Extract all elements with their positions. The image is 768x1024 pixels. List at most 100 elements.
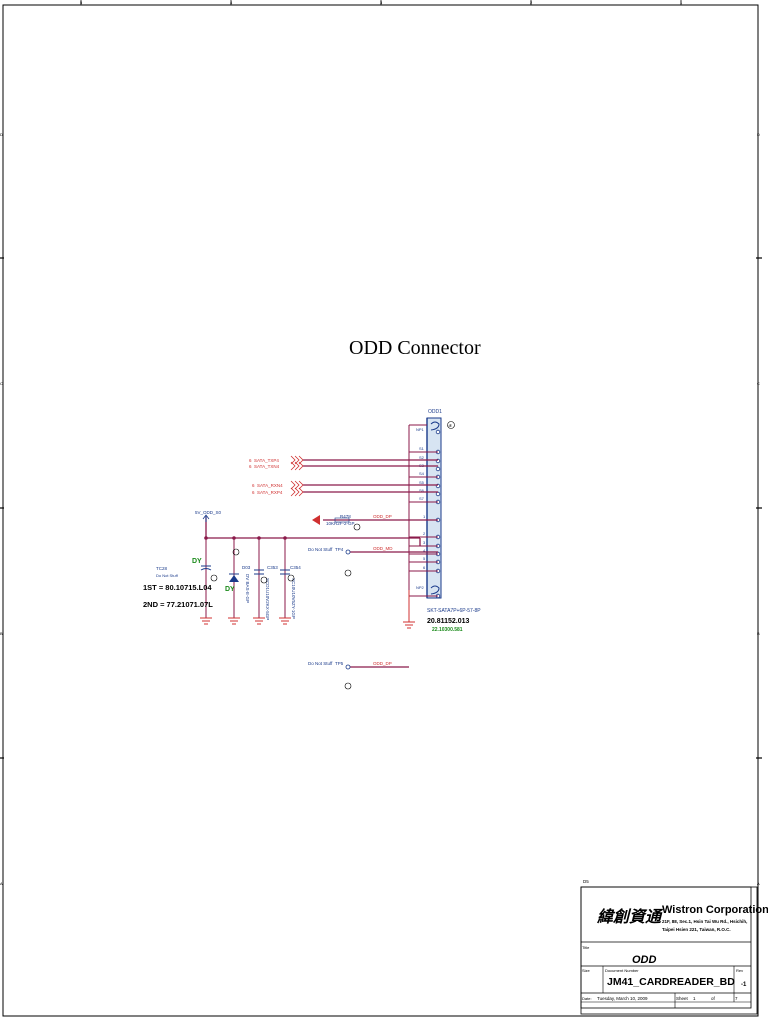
top-number-3: 3 bbox=[380, 0, 383, 5]
pin-label-s7: S7 bbox=[419, 496, 425, 501]
tc28-ref-symbol-icon bbox=[210, 574, 218, 582]
pin-label-4: 4 bbox=[423, 548, 426, 553]
top-number-2: 2 bbox=[530, 0, 533, 5]
c353-ref-symbol-icon bbox=[260, 576, 268, 584]
diode-ref-symbol-icon bbox=[232, 548, 240, 556]
pin-label-3: 3 bbox=[423, 540, 426, 545]
pin-label-s1: S1 bbox=[419, 446, 425, 451]
of-label: of bbox=[711, 996, 716, 1001]
top-number-5: 5 bbox=[80, 0, 83, 5]
pin-label-s4: S4 bbox=[419, 471, 425, 476]
first-source: 1ST = 80.10715.L04 bbox=[143, 583, 212, 592]
offpage-num-rxp: 6 bbox=[252, 490, 255, 495]
offpage-connector-icons bbox=[290, 455, 304, 497]
tc28-dy: DY bbox=[192, 558, 202, 565]
connector-part: SKT-SATA7P+6P-57-8P bbox=[427, 608, 481, 614]
sheet-number: 1 bbox=[693, 996, 696, 1001]
side-letter-d-left: D bbox=[0, 132, 3, 137]
pin-label-s2: S2 bbox=[419, 455, 425, 460]
c354-value: SC10U10V5ZY-1GP bbox=[291, 578, 296, 619]
diode-part: DV BAS-E-GP bbox=[245, 574, 250, 603]
net-odd-dp-tp5: ODD_DP bbox=[373, 661, 392, 666]
pin-label-1: 1 bbox=[423, 514, 426, 519]
connector-data-stubs bbox=[409, 536, 438, 563]
resistor-value: 10KR2F-2-GP bbox=[326, 521, 355, 526]
net-sata-rxn: SATA_RXN4 bbox=[257, 483, 283, 488]
power-arrow-icon bbox=[202, 514, 210, 522]
connector-pn: 20.81152.013 bbox=[427, 618, 470, 625]
tc28-ref: TC28 bbox=[156, 566, 168, 571]
sata-signal-wires bbox=[303, 459, 438, 493]
power-flag-icon bbox=[312, 515, 320, 525]
tp5-label: TP5 bbox=[335, 661, 344, 666]
capacitor-tc28 bbox=[200, 565, 212, 571]
side-letter-a-left: A bbox=[0, 881, 3, 886]
top-number-4: 4 bbox=[230, 0, 233, 5]
pin-label-s5: S5 bbox=[419, 480, 425, 485]
pin-label-5: 5 bbox=[423, 556, 426, 561]
rev-label: Rev bbox=[736, 968, 743, 973]
diode-d03 bbox=[229, 573, 239, 582]
side-letter-c-left: C bbox=[0, 381, 3, 386]
pin-label-6: 6 bbox=[423, 565, 426, 570]
connector-ground-stubs bbox=[409, 451, 438, 597]
c353-ref: C353 bbox=[267, 565, 278, 570]
company-chinese-logo: 緯創資通 bbox=[596, 908, 664, 926]
pin-label-np2: NP2 bbox=[416, 585, 425, 590]
side-letter-b-left: B bbox=[0, 631, 3, 636]
pin-label-s6: S6 bbox=[419, 488, 425, 493]
c353-value: SCD1U10V2KX-5GP bbox=[265, 578, 270, 620]
offpage-num-rxn: 6 bbox=[252, 483, 255, 488]
side-letter-c-right: C bbox=[757, 381, 760, 386]
date-label: Date: bbox=[582, 996, 592, 1001]
diode-dy: DY bbox=[225, 586, 235, 593]
c354-ref-symbol-icon bbox=[287, 574, 295, 582]
power-rail-wire bbox=[205, 517, 421, 546]
resistor-ref: R478 bbox=[340, 514, 351, 519]
sheet-total: 7 bbox=[735, 996, 738, 1001]
company-name: Wistron Corporation bbox=[662, 904, 768, 916]
resistor-ref-symbol-icon bbox=[353, 523, 361, 531]
side-letter-b-right: B bbox=[757, 631, 760, 636]
offpage-num-txn: 6 bbox=[249, 464, 252, 469]
top-number-1: 1 bbox=[680, 0, 683, 5]
page-title: ODD Connector bbox=[349, 337, 481, 359]
ground-icons-row bbox=[200, 617, 291, 625]
testpoint-tp4 bbox=[345, 549, 351, 555]
side-letter-d-right: D bbox=[757, 132, 760, 137]
second-source: 2ND = 77.21071.07L bbox=[143, 600, 213, 609]
tp5-note: Do Not Stuff bbox=[308, 661, 333, 666]
pin-label-2: 2 bbox=[423, 531, 426, 536]
connector-ref-symbol-icon: ④ bbox=[447, 421, 455, 429]
svg-text:④: ④ bbox=[449, 423, 453, 428]
company-address-1: 21F, 88, Sec.1, Hsin Tai Wu Rd., Hsichih… bbox=[662, 919, 747, 924]
size-label: Size bbox=[582, 968, 591, 973]
date-value: Tuesday, March 10, 2009 bbox=[597, 996, 648, 1001]
c354-ref: C354 bbox=[290, 565, 301, 570]
tp4-ref-symbol-icon bbox=[344, 569, 352, 577]
rev-value: -1 bbox=[741, 982, 747, 988]
net-sata-txp: SATA_TXP4 bbox=[254, 458, 279, 463]
title-block bbox=[580, 886, 758, 1015]
connector-ref: ODD1 bbox=[428, 409, 442, 415]
offpage-num-txp: 6 bbox=[249, 458, 252, 463]
tp4-label: TP4 bbox=[335, 547, 344, 552]
capacitor-c354 bbox=[280, 569, 290, 575]
document-number-label: Document Number bbox=[605, 968, 639, 973]
net-odd-dp: ODD_DP bbox=[373, 514, 392, 519]
net-sata-rxp: SATA_RXP4 bbox=[257, 490, 283, 495]
net-odd-md: ODD_MD bbox=[373, 546, 393, 551]
side-letter-a-right: A bbox=[757, 881, 760, 886]
ground-icon bbox=[403, 590, 415, 629]
title-label: Title bbox=[582, 945, 590, 950]
company-address-2: Taipei Hsien 221, Taiwan, R.O.C. bbox=[662, 927, 731, 932]
pin-label-np1: NP1 bbox=[416, 427, 425, 432]
capacitor-c353 bbox=[254, 569, 264, 575]
tc28-note: Do Not Stuff bbox=[156, 573, 179, 578]
tp4-note: Do Not Stuff bbox=[308, 547, 333, 552]
sheet-frame bbox=[2, 4, 759, 1017]
side-border-ticks bbox=[0, 257, 762, 759]
resistor-r478 bbox=[334, 517, 350, 523]
testpoint-tp5 bbox=[345, 664, 351, 670]
